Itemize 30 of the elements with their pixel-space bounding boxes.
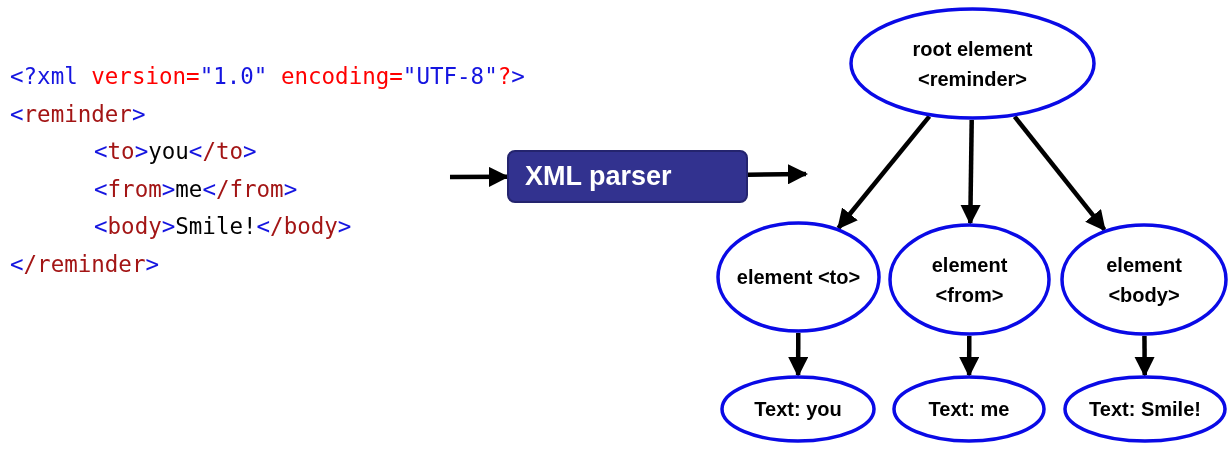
arrow xyxy=(1134,336,1155,378)
code-line: </reminder> xyxy=(10,249,160,279)
code-line: <reminder> xyxy=(10,99,147,129)
arrow xyxy=(959,336,980,378)
code-line: <body>Smile!</body> xyxy=(93,212,353,241)
arrow xyxy=(1012,115,1107,232)
element-ellipse xyxy=(1063,375,1227,443)
element-ellipse xyxy=(716,221,881,333)
node-label: root element <reminder> xyxy=(911,36,1034,92)
arrow xyxy=(960,119,981,226)
node-label: Text: me xyxy=(927,397,1011,422)
node-label: element <to> xyxy=(735,265,862,290)
node-label: Text: Smile! xyxy=(1088,397,1202,422)
process-box xyxy=(507,150,748,203)
node-label: XML parser xyxy=(525,160,672,194)
arrow xyxy=(836,115,932,230)
node-label: element <from> xyxy=(930,252,1009,308)
arrow xyxy=(788,333,809,378)
element-ellipse xyxy=(1060,223,1228,336)
element-ellipse xyxy=(888,223,1051,336)
code-line: <?xml version="1.0" encoding="UTF-8"?> xyxy=(10,62,525,91)
node-label: element <body> xyxy=(1105,252,1183,308)
element-ellipse xyxy=(720,375,876,443)
node-label: Text: you xyxy=(753,397,843,422)
code-line: <from>me</from> xyxy=(93,174,299,204)
element-ellipse xyxy=(892,375,1046,443)
element-ellipse xyxy=(849,7,1096,120)
code-line: <to>you</to> xyxy=(93,137,258,166)
arrow xyxy=(450,166,509,187)
arrow xyxy=(747,164,808,185)
